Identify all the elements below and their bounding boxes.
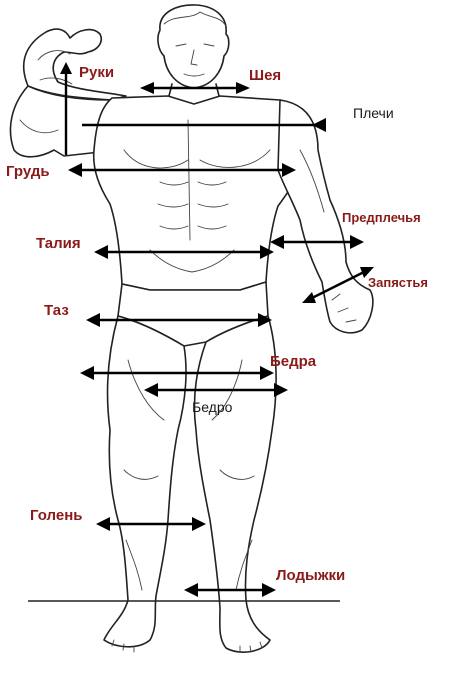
label-shin: Голень [30,507,83,524]
label-arms: Руки [79,64,114,81]
thigh-measure-line [144,383,288,397]
arms-measure-line [60,62,72,155]
label-hips: Бедра [270,353,317,370]
hanging-arm [277,99,374,334]
head [157,4,230,89]
label-pelvis: Таз [44,302,69,319]
forearms-measure-line [270,235,364,249]
left-leg [103,315,187,648]
label-waist: Талия [36,235,81,252]
label-thigh: Бедро [192,399,233,415]
label-forearms: Предплечья [342,210,421,225]
raised-arm [22,28,127,101]
label-shoulders: Плечи [353,105,394,121]
label-ankles: Лодыжки [276,567,345,584]
hips-measure-line [80,366,274,380]
shoulders-measure-line [82,118,326,132]
waist-measure-line [94,245,274,259]
pelvis-measure-line [86,313,272,327]
shin-measure-line [96,517,206,531]
wrists-measure-line [302,267,374,303]
label-neck: Шея [249,67,281,84]
label-chest: Грудь [6,163,50,180]
measurement-lines [60,62,374,597]
chest-measure-line [68,163,296,177]
neck-measure-line [140,82,250,94]
right-leg [193,315,277,653]
measurement-labels: Руки Шея Плечи Грудь Предплечья Талия За… [6,64,428,584]
ankles-measure-line [184,583,276,597]
body-outline [9,4,374,653]
label-wrists: Запястья [368,275,428,290]
